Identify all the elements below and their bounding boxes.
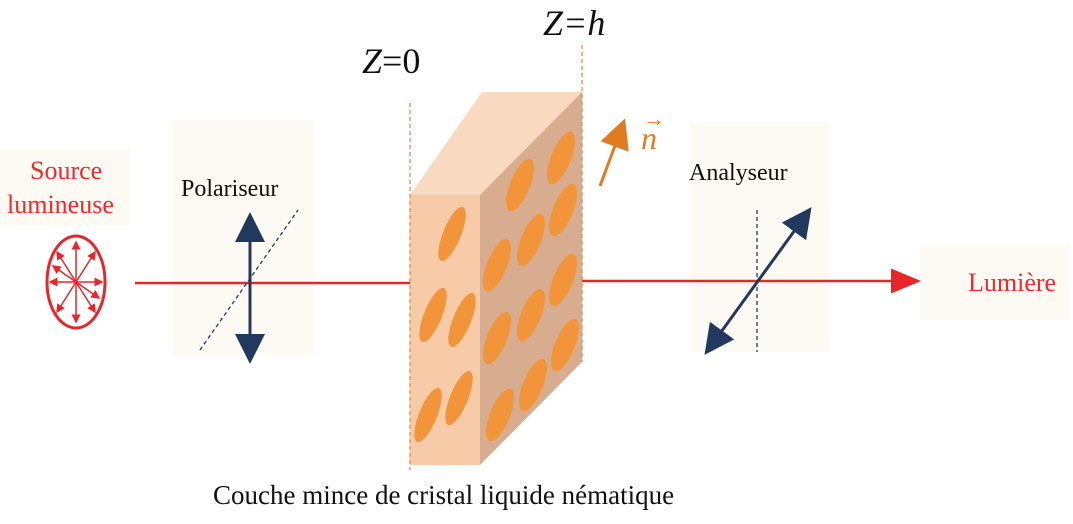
z0-label: Z=0: [362, 40, 420, 82]
source-panel: [0, 150, 130, 225]
zh-eq: =h: [563, 3, 606, 43]
source-label-line2: lumineuse: [7, 190, 114, 219]
side-molecules: [483, 131, 579, 442]
slab-side-face: [480, 92, 582, 465]
lumiere-panel: [920, 245, 1070, 320]
director-vector-icon: [598, 118, 629, 187]
front-molecules: [414, 206, 476, 443]
analyseur-label: Analyseur: [689, 160, 788, 186]
zh-var: Z: [543, 3, 564, 43]
director-letter: n: [641, 120, 657, 156]
vertical-polarizer-icon: [199, 209, 299, 364]
zh-label: Z=h: [543, 2, 605, 44]
diagonal-analyzer-icon: [704, 207, 812, 355]
z0-var: Z: [362, 41, 383, 81]
polariseur-label: Polariseur: [181, 176, 279, 202]
source-label-line1: Source: [30, 156, 103, 185]
director-label: → n: [641, 106, 665, 156]
caption: Couche mince de cristal liquide nématiqu…: [213, 480, 675, 510]
lumiere-label: Lumière: [968, 268, 1057, 297]
unpolarized-light-icon: [45, 234, 107, 330]
z0-eq: =0: [382, 41, 421, 81]
slab-top-face: [410, 92, 582, 195]
